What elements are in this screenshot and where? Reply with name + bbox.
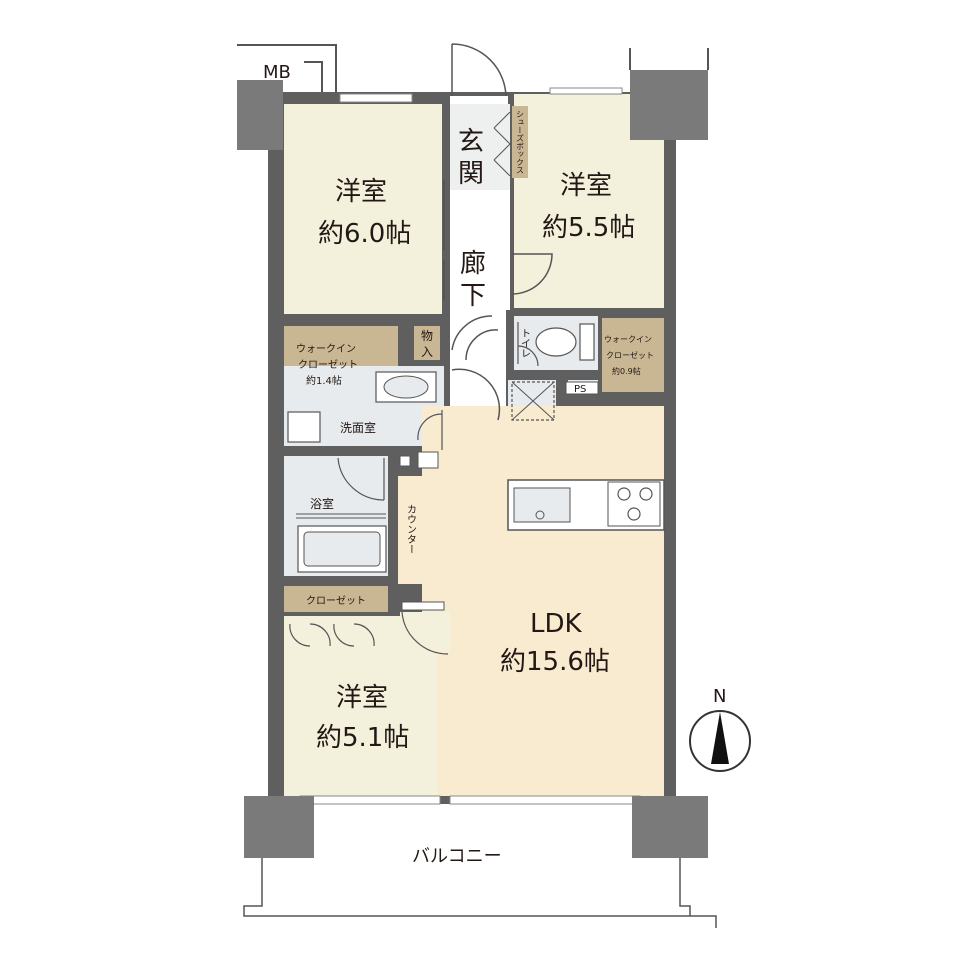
burner-2 — [639, 487, 653, 501]
shoe-box — [512, 106, 528, 178]
burner-3 — [627, 507, 641, 521]
compass-circle — [689, 710, 751, 772]
ps-label: PS — [574, 384, 586, 395]
ldk-link-floor — [450, 406, 510, 416]
room2-door-swing — [511, 253, 553, 295]
wic1-size: 約1.4帖 — [306, 374, 342, 387]
room1-name: 洋室 — [335, 177, 387, 207]
ps-box — [565, 381, 599, 395]
washroom-fixture — [417, 451, 439, 469]
bathtub-inner — [303, 531, 381, 567]
pillar-bottom-left — [244, 796, 314, 858]
burner-1 — [617, 487, 631, 501]
window-room2 — [549, 87, 623, 95]
pantry-cross — [511, 381, 555, 421]
washroom-label: 洗面室 — [340, 420, 376, 435]
pillar-top-right — [630, 70, 708, 140]
walk-in-closet-2-floor — [602, 318, 664, 392]
bathroom-door — [337, 457, 385, 501]
counter-label: カウンター — [405, 504, 417, 554]
toilet-door — [517, 322, 539, 367]
window-balcony-right — [449, 795, 641, 805]
storage-label-2: 入 — [421, 345, 433, 359]
bath-divider — [296, 513, 386, 519]
washing-machine — [287, 411, 321, 443]
rouka-label-2: 下 — [460, 281, 486, 311]
mb-outline — [237, 44, 337, 92]
wic2-size: 約0.9帖 — [612, 366, 641, 376]
wic2-line2: クローゼット — [606, 350, 654, 360]
balcony-outline — [243, 858, 717, 928]
balcony-label: バルコニー — [412, 846, 502, 867]
kitchen-sink — [513, 487, 571, 523]
center-door-swing — [451, 315, 501, 421]
rouka-label-1: 廊 — [460, 249, 486, 279]
window-room1 — [339, 93, 413, 103]
room3-closet-doors — [289, 623, 375, 647]
north-label: N — [713, 686, 726, 707]
storage-label-1: 物 — [421, 329, 433, 343]
room3-size: 約5.1帖 — [316, 723, 409, 753]
laundry-pan — [399, 455, 411, 467]
room3-name: 洋室 — [336, 683, 388, 713]
pillar-top-right-ears — [629, 48, 709, 70]
washroom-door — [417, 410, 443, 450]
front-door-swing — [451, 43, 507, 104]
window-balcony-left — [299, 795, 441, 805]
storage-floor — [414, 326, 440, 360]
shoe-box-doors — [493, 111, 511, 177]
sink-drain — [535, 510, 545, 520]
western-room-1-floor — [284, 104, 442, 314]
toilet-label: トイレ — [519, 328, 531, 358]
genkan-label-1: 玄 — [458, 127, 484, 157]
hallway-floor — [450, 190, 510, 310]
room3-door-vent — [401, 601, 445, 611]
room3-door-floor — [400, 612, 450, 652]
closet-label: クローゼット — [306, 595, 366, 607]
wic1-line2: クローゼット — [298, 359, 358, 371]
toilet-bowl — [535, 327, 577, 357]
room3-door — [401, 611, 449, 655]
ldk-size: 約15.6帖 — [500, 647, 610, 677]
room2-size: 約5.5帖 — [542, 213, 635, 243]
pantry-box — [511, 381, 555, 421]
entrance-door-opening — [450, 96, 508, 104]
wic1-line1: ウォークイン — [296, 343, 356, 355]
ldk-floor — [422, 406, 664, 796]
room1-size: 約6.0帖 — [318, 219, 411, 249]
counter-strip — [398, 476, 422, 584]
pillar-top-left — [237, 80, 283, 150]
pillar-bottom-right — [632, 796, 708, 858]
closet-floor — [284, 586, 388, 612]
stove — [607, 481, 661, 527]
ldk-name: LDK — [530, 609, 583, 639]
toilet-tank — [579, 323, 595, 361]
wash-basin — [383, 375, 429, 399]
entrance-floor — [450, 104, 510, 190]
room2-name: 洋室 — [560, 171, 612, 201]
bathroom-label: 浴室 — [310, 496, 334, 511]
mb-label: MB — [263, 62, 291, 83]
wic2-line1: ウォークイン — [604, 335, 652, 344]
genkan-label-2: 関 — [458, 159, 484, 189]
shoe-box-label: シューズボックス — [516, 110, 525, 174]
compass-needle — [711, 712, 729, 764]
